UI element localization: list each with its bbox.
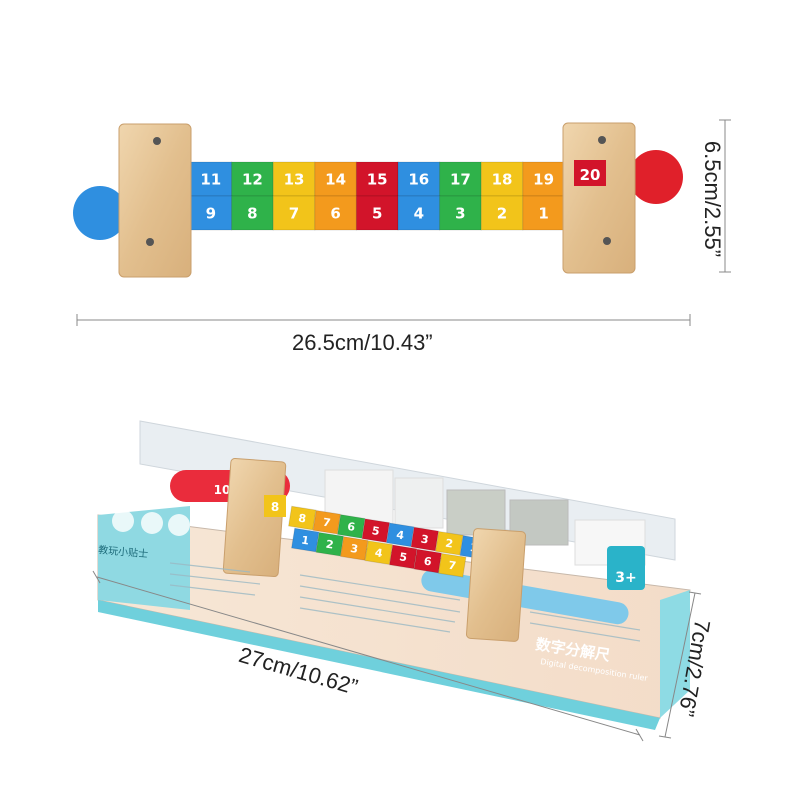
box-right-wood-block bbox=[465, 528, 527, 642]
svg-text:5: 5 bbox=[371, 524, 381, 538]
svg-text:6: 6 bbox=[346, 520, 356, 534]
tile-number-14: 14 bbox=[314, 161, 357, 197]
tile-number-8: 8 bbox=[231, 195, 274, 231]
box-tile: 2 bbox=[435, 530, 464, 556]
box-teal-band bbox=[98, 600, 660, 730]
screw-icon bbox=[603, 237, 611, 245]
brand-label: 教玩小贴士 bbox=[98, 543, 149, 560]
svg-text:6: 6 bbox=[423, 554, 433, 568]
svg-text:3: 3 bbox=[420, 532, 430, 546]
box-tile: 4 bbox=[364, 540, 393, 566]
tile-number-15: 15 bbox=[355, 161, 399, 197]
box-tile: 5 bbox=[389, 544, 418, 570]
box-description-lines bbox=[169, 562, 641, 642]
svg-text:9: 9 bbox=[206, 204, 216, 222]
box-tile: 4 bbox=[386, 522, 415, 548]
box-tile: 6 bbox=[337, 514, 366, 539]
svg-text:17: 17 bbox=[450, 170, 471, 188]
box-tile: 6 bbox=[413, 548, 442, 574]
tile-number-1: 1 bbox=[522, 195, 565, 231]
tile-number-13: 13 bbox=[272, 161, 316, 197]
svg-text:18: 18 bbox=[492, 170, 513, 188]
svg-text:7: 7 bbox=[322, 516, 332, 530]
tile-number-18: 18 bbox=[480, 161, 524, 197]
blue-disc bbox=[73, 186, 127, 240]
svg-text:4: 4 bbox=[395, 528, 405, 542]
svg-text:2: 2 bbox=[497, 204, 507, 222]
screw-icon bbox=[598, 136, 606, 144]
bottom-number-row: 9 8 7 6 5 4 3 2 1 bbox=[189, 195, 565, 231]
box-tile: 2 bbox=[315, 531, 344, 557]
box-tile-10: 10 bbox=[214, 483, 231, 497]
box-tile: 1 bbox=[291, 527, 320, 553]
svg-text:16: 16 bbox=[408, 170, 429, 188]
tile-number-5: 5 bbox=[355, 195, 399, 231]
tile-number-12: 12 bbox=[231, 161, 274, 197]
screw-icon bbox=[153, 137, 161, 145]
number-window bbox=[574, 160, 606, 186]
box-width-line bbox=[96, 576, 641, 736]
svg-text:11: 11 bbox=[200, 170, 221, 188]
box-window bbox=[264, 495, 286, 517]
tile-number-3: 3 bbox=[439, 195, 482, 231]
svg-text:1: 1 bbox=[300, 533, 310, 547]
screw-icon bbox=[146, 238, 154, 246]
svg-text:4: 4 bbox=[374, 546, 384, 560]
svg-text:1: 1 bbox=[538, 204, 548, 222]
feature-icon bbox=[112, 510, 134, 532]
box-window-number: 8 bbox=[271, 500, 279, 514]
svg-text:3: 3 bbox=[455, 204, 465, 222]
svg-text:7: 7 bbox=[289, 204, 299, 222]
box-tile: 8 bbox=[288, 505, 317, 531]
tile-number-19: 19 bbox=[522, 161, 565, 197]
tile-number-7: 7 bbox=[272, 195, 316, 231]
tile-number-9: 9 bbox=[189, 195, 233, 231]
svg-text:5: 5 bbox=[398, 550, 408, 564]
box-left-wood-block bbox=[222, 458, 287, 578]
box-height-line bbox=[664, 592, 696, 738]
svg-text:19: 19 bbox=[533, 170, 554, 188]
box-tile: 3 bbox=[410, 526, 439, 552]
box-tile: 7 bbox=[312, 509, 341, 535]
svg-text:4: 4 bbox=[414, 204, 424, 222]
box-tile: 5 bbox=[361, 518, 390, 544]
svg-text:2: 2 bbox=[325, 538, 335, 552]
svg-text:5: 5 bbox=[372, 204, 382, 222]
tile-number-6: 6 bbox=[314, 195, 357, 231]
red-disc bbox=[629, 150, 683, 204]
svg-text:13: 13 bbox=[284, 170, 305, 188]
svg-text:6: 6 bbox=[330, 204, 340, 222]
tile-number-17: 17 bbox=[439, 161, 482, 197]
box-tile: 3 bbox=[340, 536, 369, 561]
svg-text:8: 8 bbox=[247, 204, 257, 222]
tile-number-16: 16 bbox=[397, 161, 441, 197]
svg-text:2: 2 bbox=[444, 537, 454, 551]
svg-text:7: 7 bbox=[447, 559, 457, 573]
svg-text:15: 15 bbox=[367, 170, 388, 188]
left-wood-block bbox=[118, 123, 192, 278]
ruler-height-label: 6.5cm/2.55” bbox=[700, 140, 726, 258]
tile-number-20: 20 bbox=[580, 166, 601, 184]
tile-number-11: 11 bbox=[189, 161, 233, 197]
age-label: 3+ bbox=[615, 570, 636, 586]
tile-number-4: 4 bbox=[397, 195, 441, 231]
ruler-width-label: 26.5cm/10.43” bbox=[292, 330, 433, 355]
feature-icon bbox=[141, 512, 163, 534]
svg-text:3: 3 bbox=[349, 542, 359, 556]
feature-icon bbox=[168, 514, 190, 536]
right-wood-block bbox=[562, 122, 636, 274]
svg-text:8: 8 bbox=[297, 511, 307, 525]
tile-number-2: 2 bbox=[480, 195, 524, 231]
age-badge bbox=[607, 546, 645, 590]
box-tile: 7 bbox=[438, 552, 467, 578]
top-number-row: 11 12 13 14 15 16 17 18 19 bbox=[189, 161, 565, 197]
box-teal-edge bbox=[660, 590, 690, 718]
svg-text:14: 14 bbox=[325, 170, 346, 188]
svg-text:12: 12 bbox=[242, 170, 263, 188]
